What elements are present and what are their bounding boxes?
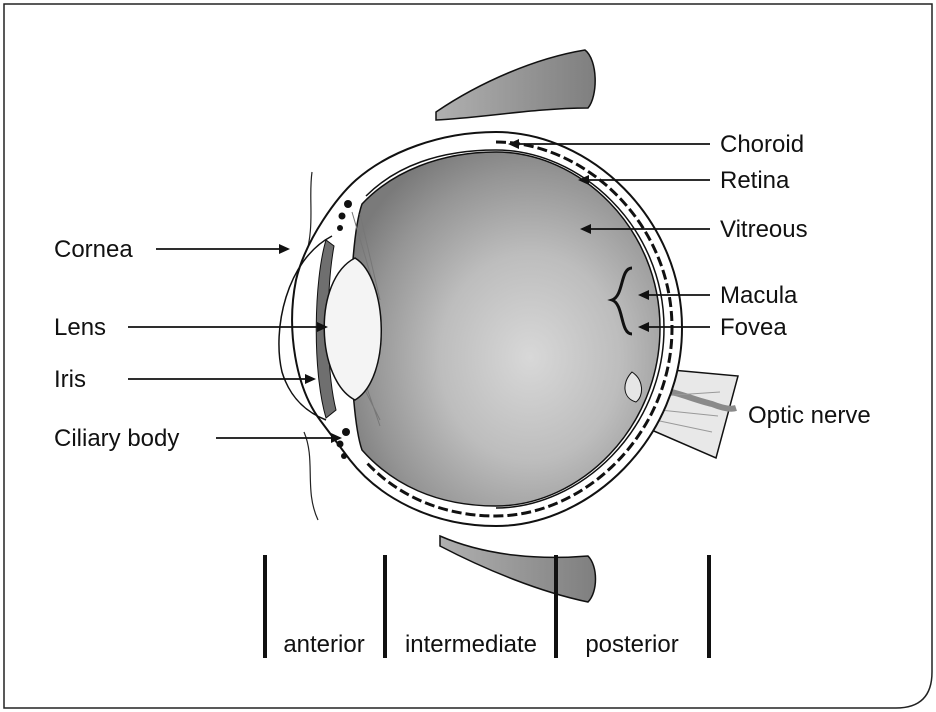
- label-macula: Macula: [720, 282, 798, 309]
- label-lens: Lens: [54, 314, 106, 341]
- divider-2: [383, 555, 387, 658]
- label-cornea: Cornea: [54, 236, 133, 263]
- label-vitreous: Vitreous: [720, 216, 808, 243]
- label-choroid: Choroid: [720, 131, 804, 158]
- divider-4: [707, 555, 711, 658]
- divider-1: [263, 555, 267, 658]
- divider-3: [554, 555, 558, 658]
- label-retina: Retina: [720, 167, 790, 194]
- label-fovea: Fovea: [720, 314, 787, 341]
- label-iris: Iris: [54, 366, 86, 393]
- segment-intermediate: intermediate: [405, 631, 537, 658]
- segment-anterior: anterior: [283, 631, 364, 658]
- label-optic-nerve: Optic nerve: [748, 402, 871, 429]
- label-ciliary-body: Ciliary body: [54, 425, 179, 452]
- segment-posterior: posterior: [585, 631, 678, 658]
